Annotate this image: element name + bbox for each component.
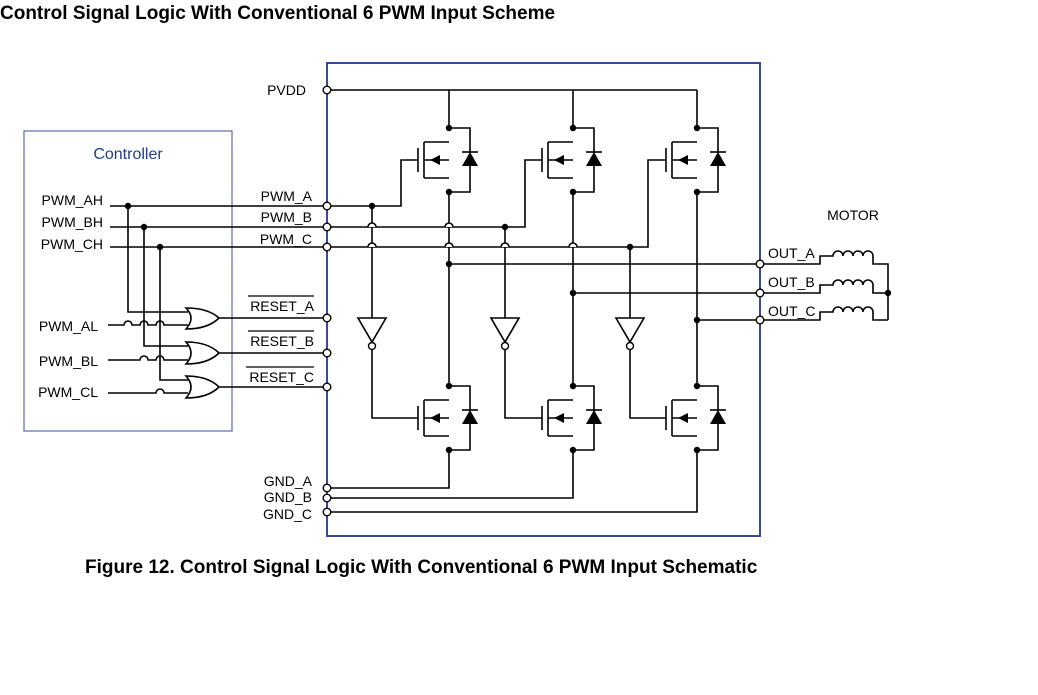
phase-b-node	[569, 192, 760, 386]
or-gate-a	[184, 307, 221, 330]
pin-label-gnd-c: GND_C	[263, 506, 312, 522]
pin-label-pwm-c: PWM_C	[260, 231, 312, 247]
pin-label-reset-c: RESET_C	[249, 369, 314, 385]
pwm-c-net	[327, 159, 666, 318]
inverter-b	[489, 317, 542, 419]
mosfet-high-c	[665, 124, 726, 196]
input-label-pwm-bl: PWM_BL	[39, 353, 98, 369]
pin-label-pvdd: PVDD	[267, 82, 306, 98]
driver-frame	[326, 62, 761, 537]
driver-pins	[322, 85, 765, 517]
input-label-pwm-al: PWM_AL	[39, 318, 98, 334]
controller-frame	[23, 130, 233, 432]
phase-a-node	[445, 192, 760, 386]
pwm-a-net	[327, 159, 418, 318]
input-label-pwm-cl: PWM_CL	[38, 384, 98, 400]
mosfet-low-a	[417, 382, 478, 454]
or-gate-b	[184, 341, 221, 365]
pin-label-gnd-b: GND_B	[264, 489, 312, 505]
pin-label-gnd-a: GND_A	[264, 473, 313, 489]
wire-crossings	[367, 222, 578, 248]
mosfet-high-b	[541, 124, 602, 196]
inverter-a	[356, 317, 418, 419]
pin-label-out-c: OUT_C	[768, 303, 815, 319]
low-side-inputs	[108, 320, 188, 394]
pin-label-reset-b: RESET_B	[250, 333, 314, 349]
motor-label: MOTOR	[827, 207, 879, 223]
input-label-pwm-ah: PWM_AH	[42, 192, 103, 208]
input-label-pwm-bh: PWM_BH	[42, 214, 103, 230]
pin-label-out-b: OUT_B	[768, 274, 815, 290]
figure-caption: Figure 12. Control Signal Logic With Con…	[85, 557, 758, 578]
pin-label-out-a: OUT_A	[768, 245, 815, 261]
mosfet-low-c	[665, 382, 726, 454]
high-side-inputs	[110, 202, 327, 381]
input-label-pwm-ch: PWM_CH	[41, 236, 103, 252]
ground-returns	[327, 450, 698, 513]
mosfet-high-a	[417, 124, 478, 196]
pvdd-rail	[327, 89, 698, 128]
page-heading: Control Signal Logic With Conventional 6…	[0, 3, 556, 24]
pwm-b-net	[327, 159, 542, 318]
pin-label-pwm-b: PWM_B	[261, 209, 312, 225]
pin-label-reset-a: RESET_A	[250, 298, 314, 314]
phase-c-node	[693, 192, 760, 386]
motor-windings	[760, 250, 892, 321]
pin-label-pwm-a: PWM_A	[261, 188, 313, 204]
controller-title: Controller	[93, 146, 163, 163]
mosfet-low-b	[541, 382, 602, 454]
inverter-c	[614, 317, 666, 419]
or-gate-c	[184, 375, 221, 399]
